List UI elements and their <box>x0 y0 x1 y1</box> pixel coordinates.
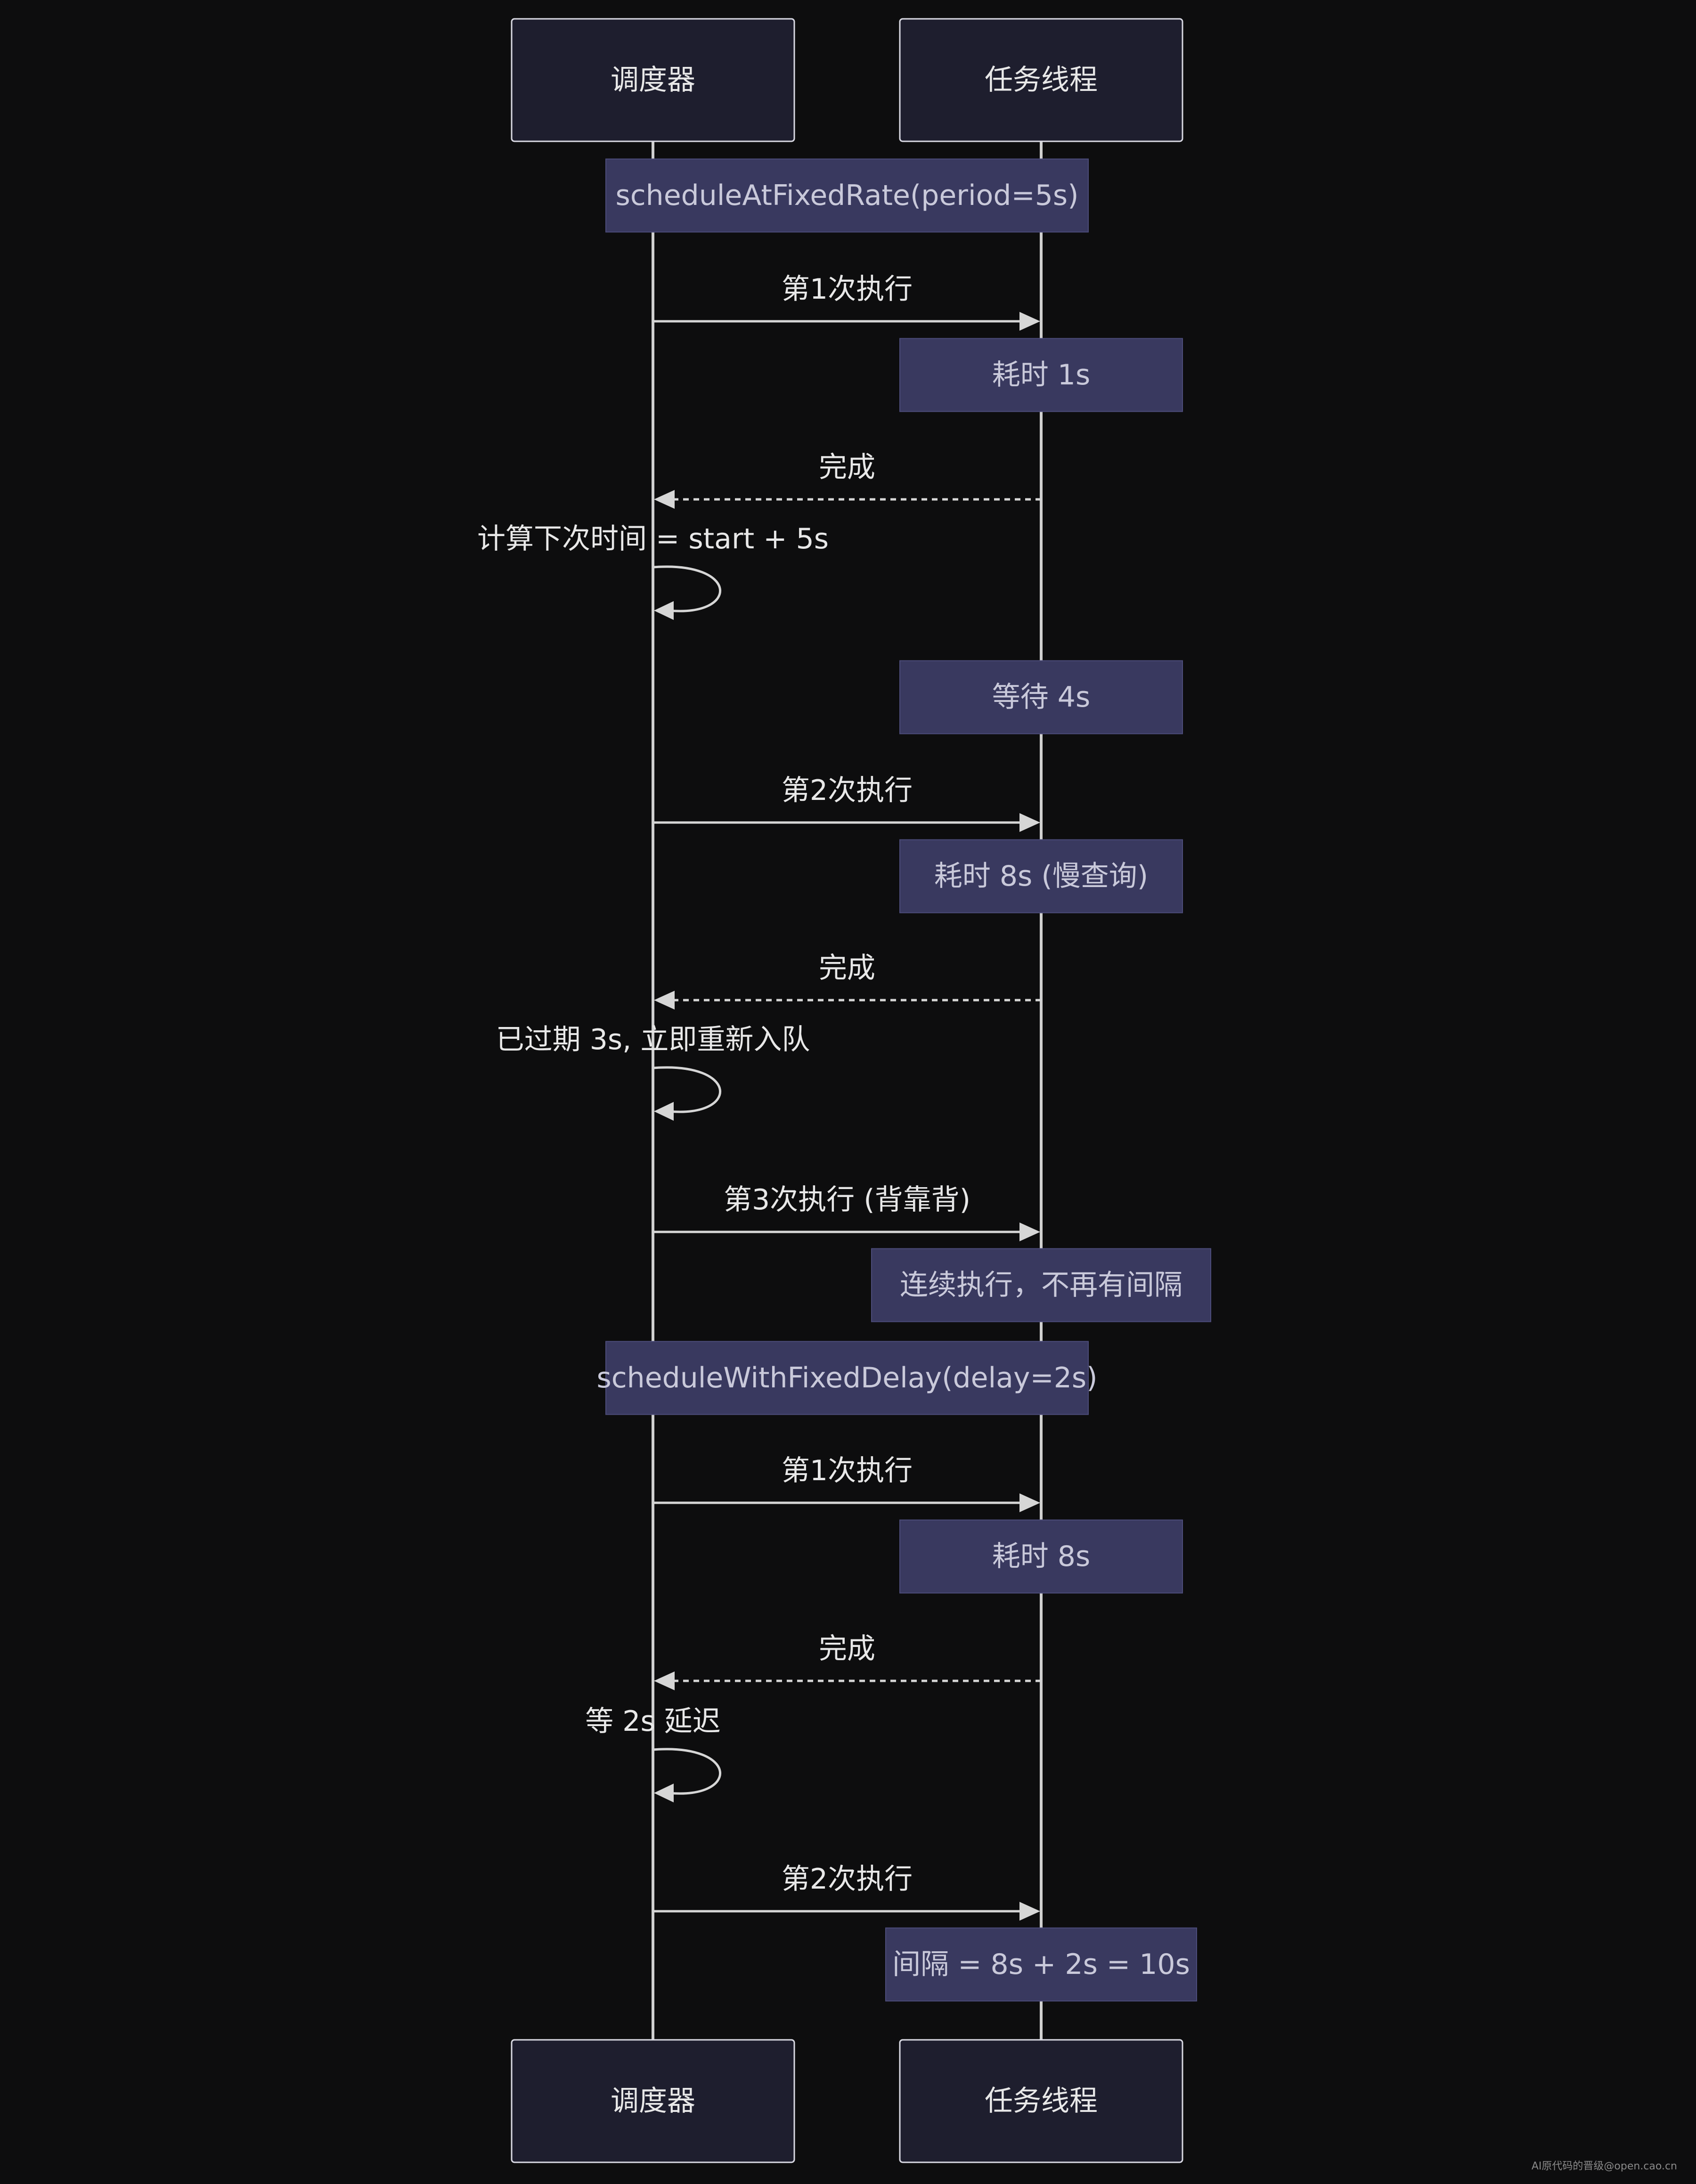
arrow-head <box>1019 312 1040 331</box>
actor-label: 任务线程 <box>985 64 1098 97</box>
self-loop <box>652 1066 721 1113</box>
step-message: 完成 <box>654 952 1041 1010</box>
message-label: 第1次执行 <box>782 1454 913 1487</box>
arrow-head <box>654 490 675 509</box>
self-message-label: 已过期 3s, 立即重新入队 <box>496 1023 810 1056</box>
arrow-head <box>654 1784 674 1802</box>
note-box <box>605 158 1089 233</box>
note-box <box>885 1927 1197 2002</box>
step-note: 等待 4s <box>899 660 1183 734</box>
watermark-text: AI原代码的晋级@open.cao.cn <box>1531 2160 1677 2172</box>
actor-worker-bottom: 任务线程 <box>899 2039 1183 2163</box>
self-message-label: 等 2s 延迟 <box>585 1705 721 1738</box>
note-box <box>899 1519 1183 1594</box>
note-box <box>899 338 1183 412</box>
self-loop <box>652 1748 721 1795</box>
message-label: 完成 <box>819 952 875 985</box>
note-label: 间隔 = 8s + 2s = 10s <box>892 1948 1190 1981</box>
arrow-head <box>654 1671 675 1690</box>
note-box <box>899 839 1183 913</box>
step-message: 第3次执行 (背靠背) <box>653 1183 1040 1241</box>
message-label: 第2次执行 <box>782 1863 913 1896</box>
step-self: 等 2s 延迟 <box>585 1705 721 1802</box>
step-message: 第1次执行 <box>653 1454 1040 1512</box>
arrow-head <box>654 1102 674 1121</box>
step-note: 连续执行，不再有间隔 <box>871 1248 1211 1322</box>
actor-scheduler-top: 调度器 <box>511 18 795 142</box>
arrow-head <box>1019 1493 1040 1512</box>
note-label: 等待 4s <box>992 681 1091 714</box>
actor-label: 调度器 <box>611 2085 695 2118</box>
note-label: scheduleAtFixedRate(period=5s) <box>615 179 1078 212</box>
actor-box <box>511 18 795 142</box>
step-note: scheduleWithFixedDelay(delay=2s) <box>596 1341 1098 1415</box>
arrow-head <box>1019 813 1040 832</box>
arrow-head <box>654 991 675 1010</box>
arrow-head <box>1019 1222 1040 1241</box>
note-box <box>871 1248 1211 1322</box>
arrow-head <box>654 601 674 620</box>
step-message: 完成 <box>654 1632 1041 1690</box>
actor-label: 调度器 <box>611 64 695 97</box>
message-label: 第2次执行 <box>782 774 913 807</box>
step-self: 已过期 3s, 立即重新入队 <box>496 1023 810 1121</box>
self-message-label: 计算下次时间 = start + 5s <box>477 522 829 555</box>
step-note: scheduleAtFixedRate(period=5s) <box>605 158 1089 233</box>
actor-box <box>511 2039 795 2163</box>
note-box <box>899 660 1183 734</box>
note-label: scheduleWithFixedDelay(delay=2s) <box>596 1361 1097 1394</box>
note-label: 耗时 8s <box>992 1540 1091 1573</box>
step-note: 耗时 1s <box>899 338 1183 412</box>
note-label: 连续执行，不再有间隔 <box>900 1269 1182 1302</box>
message-label: 第3次执行 (背靠背) <box>724 1183 970 1216</box>
note-label: 耗时 1s <box>992 359 1091 391</box>
step-note: 耗时 8s (慢查询) <box>899 839 1183 913</box>
self-loop <box>652 565 721 612</box>
actor-scheduler-bottom: 调度器 <box>511 2039 795 2163</box>
actor-label: 任务线程 <box>985 2085 1098 2118</box>
actor-box <box>899 2039 1183 2163</box>
note-label: 耗时 8s (慢查询) <box>934 860 1148 893</box>
message-label: 第1次执行 <box>782 273 913 306</box>
step-message: 第2次执行 <box>653 774 1040 832</box>
step-note: 间隔 = 8s + 2s = 10s <box>885 1927 1197 2002</box>
message-label: 完成 <box>819 451 875 484</box>
arrow-head <box>1019 1902 1040 1921</box>
step-note: 耗时 8s <box>899 1519 1183 1594</box>
step-message: 第1次执行 <box>653 273 1040 331</box>
note-box <box>605 1341 1089 1415</box>
message-label: 完成 <box>819 1632 875 1665</box>
step-message: 完成 <box>654 451 1041 509</box>
actor-box <box>899 18 1183 142</box>
step-message: 第2次执行 <box>653 1863 1040 1921</box>
step-self: 计算下次时间 = start + 5s <box>477 522 829 620</box>
actor-worker-top: 任务线程 <box>899 18 1183 142</box>
